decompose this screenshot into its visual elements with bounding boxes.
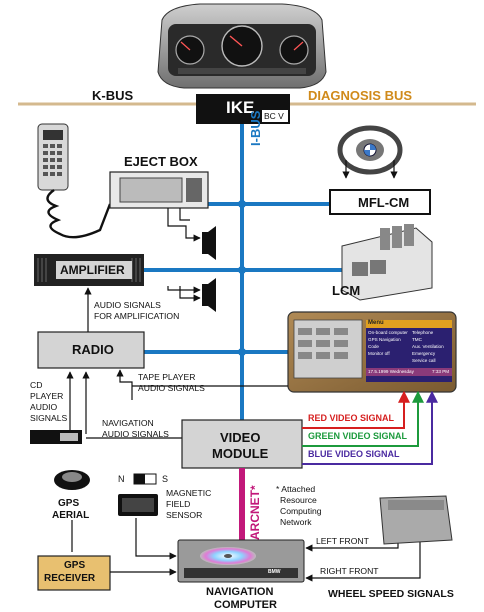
wheel-speed-module [379, 495, 453, 545]
monitor-menu-title: Menu [368, 320, 384, 326]
ns-s-label: S [162, 474, 169, 484]
ike-label: IKE [226, 98, 255, 117]
cd-label-4: SIGNALS [30, 413, 68, 423]
instrument-cluster [157, 3, 327, 89]
red-video-line [302, 390, 410, 429]
audio-amp-label-2: FOR AMPLIFICATION [94, 311, 180, 321]
arc-note-4: Network [280, 517, 312, 527]
arc-note-1: * Attached [276, 484, 316, 494]
red-video-label: RED VIDEO SIGNAL [308, 413, 395, 423]
blue-video-label: BLUE VIDEO SIGNAL [308, 449, 400, 459]
kbus-label: K-BUS [92, 88, 134, 103]
mfl-cm-box [329, 189, 431, 215]
nav-audio-label-2: AUDIO SIGNALS [102, 429, 169, 439]
monitor-item-left-3: Monitor off [368, 351, 390, 356]
gps-aerial-device [54, 470, 90, 552]
navigation-computer-device [177, 539, 305, 583]
speaker-top [202, 226, 216, 260]
blue-video-line [302, 390, 438, 465]
monitor-item-right-2: Aux. Ventilation [412, 344, 444, 349]
arcnet-label: ARCNET* [248, 485, 262, 540]
telephone-handset [37, 123, 112, 239]
nav-computer-label-2: COMPUTER [214, 599, 277, 611]
cd-label-2: PLAYER [30, 391, 64, 401]
video-module-box [181, 419, 303, 469]
cd-label-1: CD [30, 380, 43, 390]
gps-aerial-label-1: GPS [58, 498, 80, 509]
diagnosis-bus-label: DIAGNOSIS BUS [308, 88, 413, 103]
monitor-item-right-4: Service call [412, 358, 436, 363]
monitor-item-right-0: Telephone [412, 330, 434, 335]
nav-unit-brand: BMW [268, 569, 281, 575]
video-module-label-2: MODULE [212, 446, 269, 461]
cd-changer [30, 430, 82, 444]
monitor-status-right: 7:33 PM [432, 369, 450, 374]
radio-label: RADIO [72, 342, 114, 357]
left-front-label: LEFT FRONT [316, 536, 369, 546]
mfl-connectors [342, 160, 398, 179]
steering-wheel [337, 125, 403, 175]
ike-sub-label: BC V [264, 111, 284, 121]
right-front-label: RIGHT FRONT [320, 566, 379, 576]
amplifier-label: AMPLIFIER [60, 263, 125, 277]
monitor-item-left-0: On-board computer [368, 330, 408, 335]
video-module-label-1: VIDEO [220, 430, 261, 445]
amplifier-box [34, 254, 144, 286]
tape-label-2: AUDIO SIGNALS [138, 383, 205, 393]
nav-computer-label-1: NAVIGATION [206, 586, 274, 598]
eject-box-device [109, 171, 209, 209]
ns-n-label: N [118, 474, 125, 484]
gps-receiver-label-2: RECEIVER [44, 573, 96, 584]
green-video-line [302, 390, 424, 447]
monitor-item-left-2: Code [368, 344, 379, 349]
audio-signal-arrows [66, 287, 288, 439]
gps-receiver-label-1: GPS [64, 560, 86, 571]
mag-label-3: SENSOR [166, 510, 203, 520]
lcm-device [341, 224, 433, 301]
audio-amp-label-1: AUDIO SIGNALS [94, 300, 161, 310]
cd-label-3: AUDIO [30, 402, 58, 412]
mfl-cm-label: MFL-CM [358, 195, 410, 210]
monitor-item-right-1: TMC [412, 337, 422, 342]
arc-note-2: Resource [280, 495, 317, 505]
arc-note-3: Computing [280, 506, 322, 516]
nav-audio-label-1: NAVIGATION [102, 418, 154, 428]
magnetic-sensor-device [118, 473, 158, 516]
monitor-status-left: 17.5.1999 Wednesday [368, 369, 414, 374]
monitor-item-right-3: Emergency [412, 351, 436, 356]
wheel-speed-label: WHEEL SPEED SIGNALS [328, 588, 454, 600]
monitor-device [287, 311, 457, 393]
monitor-item-left-1: GPS Navigation [368, 337, 401, 342]
green-video-label: GREEN VIDEO SIGNAL [308, 431, 408, 441]
speaker-connectors [167, 208, 201, 302]
radio-box [37, 331, 145, 369]
mag-label-1: MAGNETIC [166, 488, 212, 498]
speaker-bottom [202, 278, 216, 312]
ibus-label: I-BUS [248, 110, 263, 146]
eject-box-label: EJECT BOX [124, 154, 198, 169]
lcm-label: LCM [332, 283, 361, 298]
ike-module [196, 94, 290, 124]
gps-aerial-label-2: AERIAL [52, 510, 90, 521]
mag-label-2: FIELD [166, 499, 191, 509]
ibus-branches [144, 200, 346, 356]
gps-receiver-box [37, 555, 111, 591]
tape-label-1: TAPE PLAYER [138, 372, 196, 382]
